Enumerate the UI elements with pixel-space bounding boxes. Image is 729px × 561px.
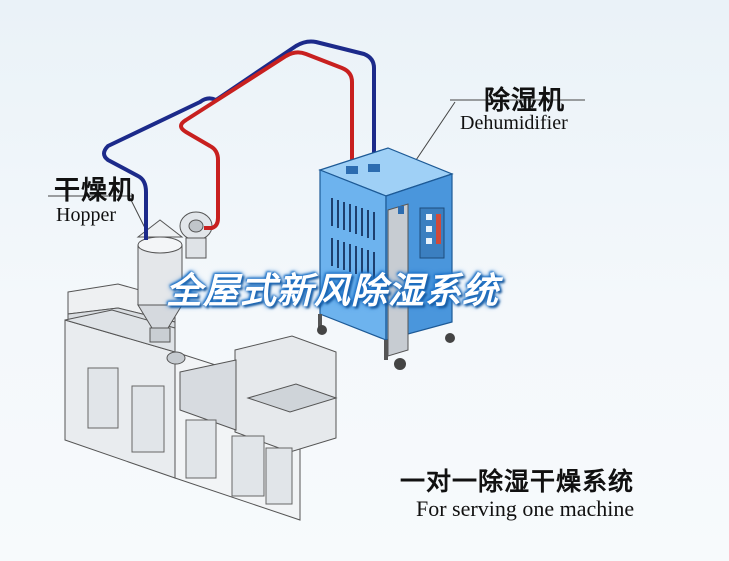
hopper-label-cn: 干燥机 [54,176,136,206]
dehumidifier-unit [317,147,455,370]
hopper-label-en: Hopper [56,204,116,226]
injection-molding-machine [64,283,338,521]
dehumidifier-label-cn: 除湿机 [484,86,566,116]
dehumidifier-label-en: Dehumidifier [460,112,568,134]
return-air-line [102,39,376,240]
caption-cn: 一对一除湿干燥系统 [400,467,635,496]
caption-en: For serving one machine [416,496,635,521]
hopper-dryer [136,211,213,343]
overlay-title: 全屋式新风除湿系统 [166,271,500,312]
supply-air-line [179,50,354,230]
